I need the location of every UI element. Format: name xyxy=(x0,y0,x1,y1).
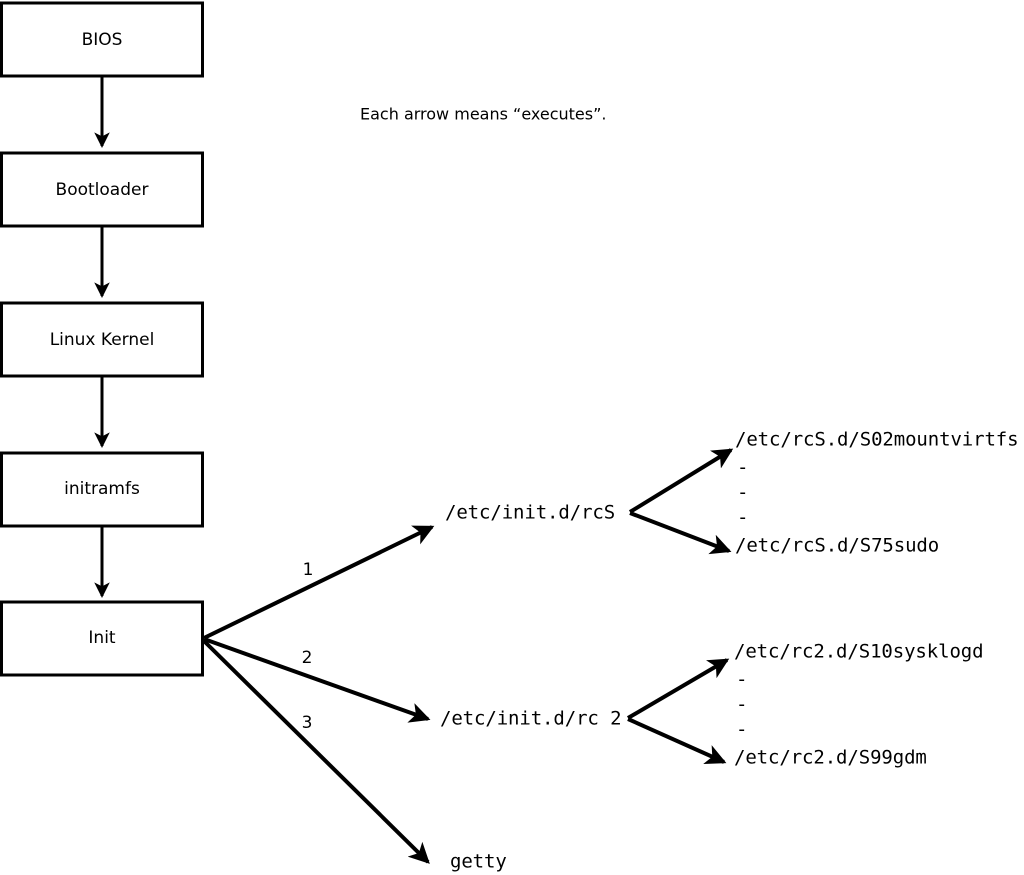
box-linux-kernel[interactable]: Linux Kernel xyxy=(0,301,204,378)
rcs-script-list: /etc/rcS.d/S02mountvirtfs - - - /etc/rcS… xyxy=(735,429,1019,557)
box-initramfs-label: initramfs xyxy=(64,479,140,499)
branch-targets: /etc/init.d/rcS /etc/init.d/rc 2 getty xyxy=(440,502,622,873)
rc2-script-last[interactable]: /etc/rc2.d/S99gdm xyxy=(734,747,927,769)
edge-label-3: 3 xyxy=(302,713,313,733)
arrow-init-to-rc2 xyxy=(203,637,431,723)
init-fanout-labels: 1 2 3 xyxy=(302,560,314,733)
box-linux-kernel-label: Linux Kernel xyxy=(50,330,155,350)
rc2-ellipsis-dash-1: - xyxy=(736,669,747,691)
init-fanout-arrows xyxy=(202,525,435,864)
rcs-script-first[interactable]: /etc/rcS.d/S02mountvirtfs xyxy=(735,429,1019,451)
rcs-script-last[interactable]: /etc/rcS.d/S75sudo xyxy=(735,535,939,557)
box-init-label: Init xyxy=(88,628,116,648)
arrow-rc2-to-first-script xyxy=(626,658,730,720)
boot-chain-group: BIOS Bootloader Linux Kernel initramfs I… xyxy=(0,1,204,677)
box-bios[interactable]: BIOS xyxy=(0,1,204,78)
arrow-rc2-to-last-script xyxy=(627,717,727,765)
rc2-script-list: /etc/rc2.d/S10sysklogd - - - /etc/rc2.d/… xyxy=(734,641,984,769)
box-bios-label: BIOS xyxy=(82,30,123,50)
node-etc-init-d-rcs[interactable]: /etc/init.d/rcS xyxy=(445,502,615,524)
rcs-ellipsis-dash-1: - xyxy=(737,457,748,479)
edge-label-2: 2 xyxy=(302,648,313,668)
node-etc-init-d-rc2[interactable]: /etc/init.d/rc 2 xyxy=(440,708,622,730)
diagram-caption: Each arrow means “executes”. xyxy=(360,105,606,124)
rc2-script-first[interactable]: /etc/rc2.d/S10sysklogd xyxy=(734,641,984,663)
rcs-ellipsis-dash-3: - xyxy=(737,507,748,529)
rc2-fork-arrows xyxy=(626,658,730,765)
arrow-rcs-to-first-script xyxy=(628,448,734,514)
arrow-init-to-getty xyxy=(202,639,430,864)
box-initramfs[interactable]: initramfs xyxy=(0,451,204,528)
box-bootloader[interactable]: Bootloader xyxy=(0,151,204,228)
box-bootloader-label: Bootloader xyxy=(56,180,149,200)
node-getty[interactable]: getty xyxy=(450,851,507,873)
edge-label-1: 1 xyxy=(303,560,314,580)
rcs-ellipsis-dash-2: - xyxy=(737,482,748,504)
arrow-init-to-rcs xyxy=(203,525,435,640)
rcs-fork-arrows xyxy=(628,448,734,555)
rc2-ellipsis-dash-2: - xyxy=(736,694,747,716)
box-init[interactable]: Init xyxy=(0,600,204,677)
rc2-ellipsis-dash-3: - xyxy=(736,719,747,741)
arrow-rcs-to-last-script xyxy=(629,511,732,555)
